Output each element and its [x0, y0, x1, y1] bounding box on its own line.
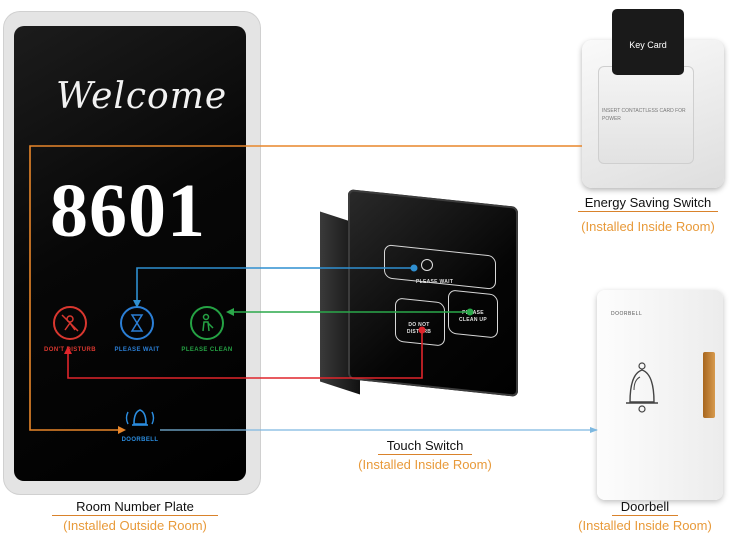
red-dot [418, 326, 426, 334]
plate-doorbell-label: DOORBELL [121, 437, 159, 443]
plate-wait-label: PLEASE WAIT [114, 347, 160, 353]
doorbell-body [597, 290, 723, 500]
doorbell-caption-title: Doorbell [620, 499, 670, 514]
red-arrowhead [64, 346, 72, 354]
doorbell-brand: DOORBELL [611, 311, 643, 317]
bell-icon [125, 409, 155, 426]
switch-wait-label: PLEASE WAIT [416, 279, 454, 285]
clean-icon[interactable] [190, 306, 224, 340]
orange-arrowhead [118, 426, 126, 434]
blue-dot [410, 264, 418, 272]
green-arrowhead [226, 308, 234, 316]
switch-caption-title: Touch Switch [386, 438, 464, 453]
energy-caption-sub: (Installed Inside Room) [581, 219, 715, 234]
doorbell-bell-icon [620, 360, 664, 420]
plate-caption-title: Room Number Plate [76, 499, 194, 514]
blue-line [136, 267, 414, 302]
bell-icon [626, 362, 658, 413]
hourglass-icon [130, 314, 144, 332]
doorbell-side-trim [703, 352, 715, 418]
energy-caption-underline [578, 211, 718, 212]
plate-caption-sub: (Installed Outside Room) [63, 518, 207, 533]
doorbell-arrowhead [590, 427, 598, 433]
switch-hourglass-icon [421, 259, 433, 271]
blue-arrowhead [133, 300, 141, 308]
switch-caption-sub: (Installed Inside Room) [358, 457, 492, 472]
red-line [67, 330, 423, 379]
plate-glass-panel [14, 26, 246, 481]
green-dot [466, 308, 474, 316]
switch-dnd-label: DO NOT DISTURB [406, 322, 432, 335]
cleaning-person-icon [202, 313, 214, 332]
key-card[interactable] [612, 9, 684, 75]
orange-line [29, 145, 582, 431]
dnd-icon[interactable] [53, 306, 87, 340]
energy-switch-slot [598, 66, 694, 164]
energy-caption-title: Energy Saving Switch [584, 195, 712, 210]
plate-doorbell-button[interactable] [120, 404, 160, 432]
doorbell-caption-sub: (Installed Inside Room) [578, 518, 712, 533]
doorbell-caption-underline [612, 515, 678, 516]
key-card-label: Key Card [629, 40, 667, 50]
room-number: 8601 [50, 169, 206, 253]
energy-switch-instruction: INSERT CONTACTLESS CARD FOR POWER [602, 108, 686, 122]
welcome-text: Welcome [56, 76, 228, 117]
plate-clean-label: PLEASE CLEAN [181, 347, 233, 353]
switch-caption-underline [378, 454, 472, 455]
no-entry-person-icon [61, 314, 79, 332]
plate-caption-underline [52, 515, 218, 516]
